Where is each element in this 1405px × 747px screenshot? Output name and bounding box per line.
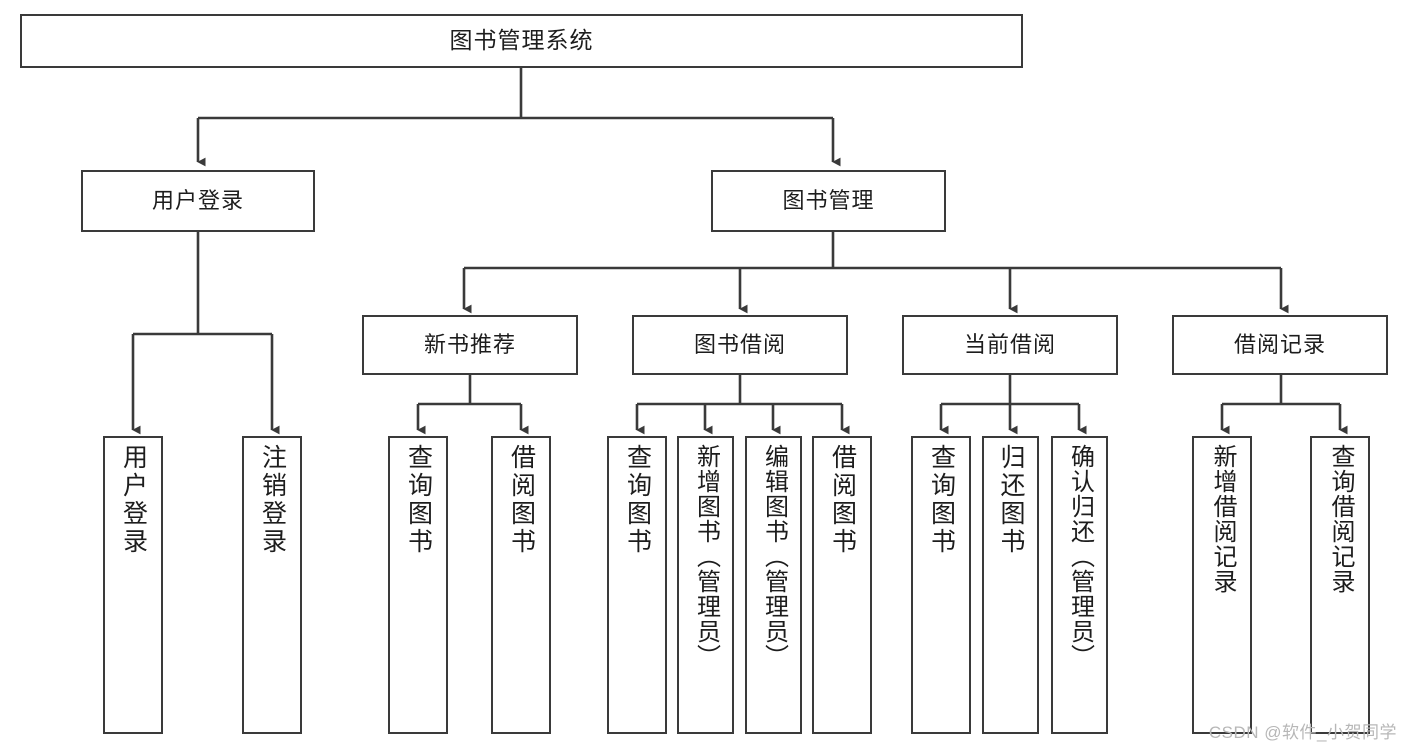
node-new-book-recommend[interactable]: 新书推荐 <box>362 315 578 375</box>
node-label: 图书管理 <box>782 188 875 214</box>
node-label: 图书借阅 <box>693 332 786 358</box>
node-label: 借阅记录 <box>1233 332 1326 358</box>
leaf-recommend-query-book[interactable]: 查询图书 <box>388 436 448 734</box>
node-user-login[interactable]: 用户登录 <box>81 170 315 232</box>
node-label: 图书管理系统 <box>449 27 594 54</box>
node-label: 新书推荐 <box>423 332 516 358</box>
node-label: 用户登录 <box>151 188 244 214</box>
node-book-management[interactable]: 图书管理 <box>711 170 946 232</box>
leaf-user-login-login[interactable]: 用户登录 <box>103 436 163 734</box>
node-label: 查询图书 <box>623 444 652 556</box>
leaf-borrow-edit-book-admin[interactable]: 编辑图书（管理员） <box>745 436 802 734</box>
node-label: 确认归还（管理员） <box>1066 444 1094 669</box>
node-borrow-records[interactable]: 借阅记录 <box>1172 315 1388 375</box>
node-root-system[interactable]: 图书管理系统 <box>20 14 1023 68</box>
node-book-borrow[interactable]: 图书借阅 <box>632 315 848 375</box>
node-label: 查询图书 <box>404 444 433 556</box>
node-label: 注销登录 <box>258 444 287 556</box>
node-label: 新增借阅记录 <box>1209 444 1236 594</box>
leaf-borrow-add-book-admin[interactable]: 新增图书（管理员） <box>677 436 734 734</box>
node-label: 当前借阅 <box>963 332 1056 358</box>
leaf-current-query-book[interactable]: 查询图书 <box>911 436 971 734</box>
leaf-borrow-query-book[interactable]: 查询图书 <box>607 436 667 734</box>
leaf-records-add-record[interactable]: 新增借阅记录 <box>1192 436 1252 734</box>
leaf-current-confirm-return-admin[interactable]: 确认归还（管理员） <box>1051 436 1108 734</box>
node-label: 新增图书（管理员） <box>692 444 720 669</box>
leaf-user-login-logout[interactable]: 注销登录 <box>242 436 302 734</box>
node-label: 用户登录 <box>119 444 148 556</box>
csdn-watermark: CSDN @软件_小贺同学 <box>1208 723 1397 742</box>
leaf-recommend-borrow-book[interactable]: 借阅图书 <box>491 436 551 734</box>
node-label: 借阅图书 <box>507 444 536 556</box>
leaf-records-query-record[interactable]: 查询借阅记录 <box>1310 436 1370 734</box>
node-current-borrow[interactable]: 当前借阅 <box>902 315 1118 375</box>
leaf-current-return-book[interactable]: 归还图书 <box>982 436 1039 734</box>
node-label: 查询借阅记录 <box>1327 444 1354 594</box>
node-label: 归还图书 <box>997 444 1025 556</box>
node-label: 借阅图书 <box>828 444 857 556</box>
node-label: 编辑图书（管理员） <box>760 444 788 669</box>
node-label: 查询图书 <box>927 444 956 556</box>
leaf-borrow-borrow-book[interactable]: 借阅图书 <box>812 436 872 734</box>
